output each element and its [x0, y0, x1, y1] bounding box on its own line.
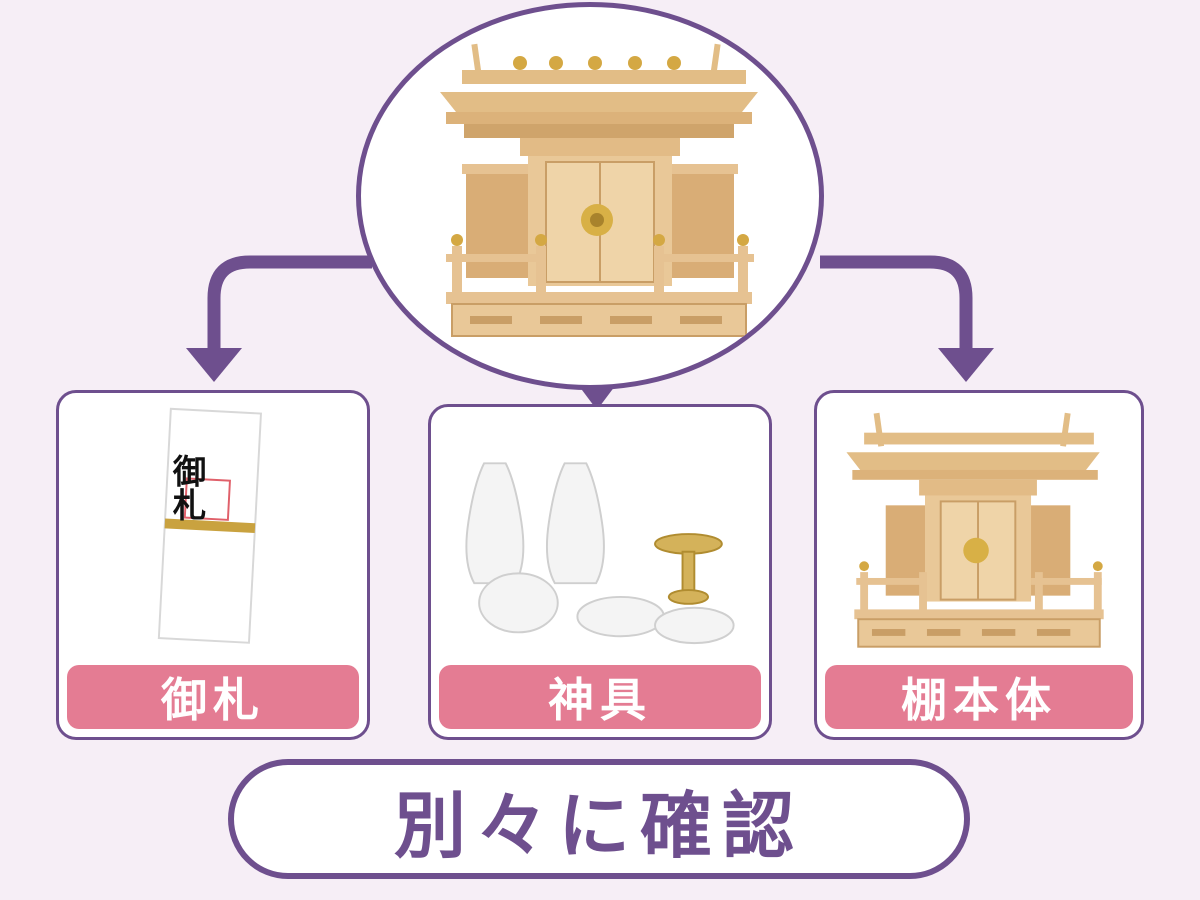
- ofuda-talisman-text: 御札: [167, 454, 207, 521]
- card-shingu: 神具: [428, 404, 772, 740]
- card-tana-hontai: 棚本体: [814, 390, 1144, 740]
- label-shingu: 神具: [439, 665, 761, 729]
- arrow-left-line: [207, 255, 372, 352]
- card-ofuda: 御札 御札: [56, 390, 370, 740]
- arrow-right-head: [938, 348, 994, 382]
- label-ofuda: 御札: [67, 665, 359, 729]
- sake-dish: [576, 595, 665, 638]
- mizutama-jar: [478, 572, 559, 634]
- shinto-ritual-utensils-icon: [465, 462, 735, 645]
- kamidana-shrine-icon: [440, 43, 758, 337]
- ofuda-talisman-icon: 御札: [157, 407, 263, 644]
- arrow-left-head: [186, 348, 242, 382]
- hero-kamidana-circle: [356, 2, 824, 390]
- rice-dish: [654, 606, 735, 645]
- kamidana-shelf-icon: [846, 412, 1104, 648]
- sakaki-vase-right: [545, 462, 605, 585]
- label-tana-hontai: 棚本体: [825, 665, 1133, 729]
- conclusion-text: 別々に確認: [393, 783, 804, 868]
- sakaki-vase-left: [465, 462, 525, 585]
- conclusion-banner: 別々に確認: [228, 759, 970, 879]
- arrow-right-line: [820, 255, 973, 352]
